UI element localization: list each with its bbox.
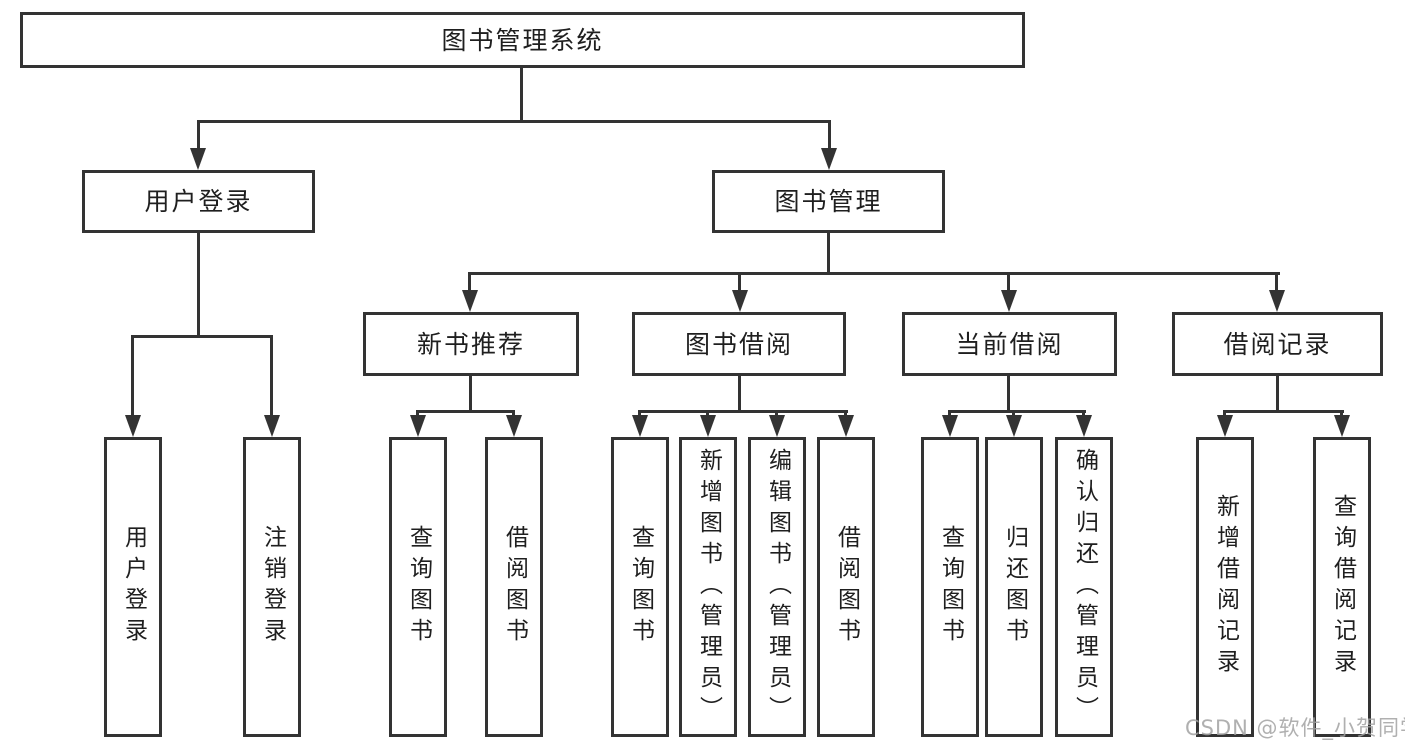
connector-user-login-stem [197,233,200,337]
arrowhead-down-icon [410,415,426,437]
leaf-label: 新增图书（管理员） [695,447,722,727]
leaf-query-book-current: 查询图书 [921,437,979,737]
connector-stem [1007,376,1010,412]
leaf-label: 查询图书 [405,525,432,649]
arrowhead-down-icon [125,415,141,437]
arrowhead-down-icon [1006,415,1022,437]
arrowhead-down-icon [732,290,748,312]
arrowhead-down-icon [506,415,522,437]
arrowhead-down-icon [1001,290,1017,312]
arrowhead-down-icon [632,415,648,437]
leaf-label: 查询图书 [937,525,964,649]
leaf-query-borrow-record: 查询借阅记录 [1313,437,1371,737]
leaf-borrow-book-recommend: 借阅图书 [485,437,543,737]
connector-leaf-stub [512,410,515,418]
node-label: 图书管理系统 [441,25,604,55]
node-label: 当前借阅 [955,329,1064,359]
leaf-query-book-recommend: 查询图书 [389,437,447,737]
arrowhead-down-icon [769,415,785,437]
connector-module-stub [738,272,741,292]
node-book-management: 图书管理 [712,170,945,233]
connector-module-stub [468,272,471,292]
node-label: 新书推荐 [416,329,525,359]
connector-leaf-stub [1223,410,1226,418]
arrowhead-down-icon [700,415,716,437]
node-current-borrowing: 当前借阅 [902,312,1117,376]
connector-root-stem [520,66,523,122]
node-library-management-system: 图书管理系统 [20,12,1025,68]
leaf-borrow-book: 借阅图书 [817,437,875,737]
arrowhead-down-icon [1076,415,1092,437]
leaf-logout-login: 注销登录 [243,437,301,737]
leaf-label: 归还图书 [1001,525,1028,649]
leaf-label: 确认归还（管理员） [1071,447,1098,727]
leaf-label: 查询图书 [627,525,654,649]
leaf-confirm-return-admin: 确认归还（管理员） [1055,437,1113,737]
node-label: 借阅记录 [1223,329,1332,359]
node-user-login: 用户登录 [82,170,315,233]
arrowhead-down-icon [821,148,837,170]
node-book-borrowing: 图书借阅 [632,312,846,376]
connector-stem [1276,376,1279,412]
connector-user-login-stub [197,120,200,150]
connector-branch-line [1223,410,1344,413]
leaf-label: 用户登录 [120,525,147,649]
leaf-label: 借阅图书 [833,525,860,649]
arrowhead-down-icon [1334,415,1350,437]
connector-branch-line [638,410,848,413]
connector-module-stub [1007,272,1010,292]
connector-leaf-stub [706,410,709,418]
arrowhead-down-icon [838,415,854,437]
connector-leaf-stub [1082,410,1085,418]
csdn-watermark: CSDN @软件_小贺同学 [1185,716,1405,740]
leaf-label: 注销登录 [259,525,286,649]
connector-leaf-stub [131,335,134,417]
node-borrowing-records: 借阅记录 [1172,312,1383,376]
node-new-book-recommend: 新书推荐 [363,312,579,376]
arrowhead-down-icon [1217,415,1233,437]
node-label: 图书管理 [774,187,883,216]
arrowhead-down-icon [942,415,958,437]
connector-leaf-stub [1340,410,1343,418]
node-label: 图书借阅 [684,329,793,359]
connector-root-branch-line [197,120,831,123]
connector-leaf-stub [638,410,641,418]
leaf-label: 查询借阅记录 [1329,494,1356,680]
connector-module-stub [1275,272,1278,292]
leaf-edit-book-admin: 编辑图书（管理员） [748,437,806,737]
leaf-add-borrow-record: 新增借阅记录 [1196,437,1254,737]
connector-stem [469,376,472,412]
leaf-return-book: 归还图书 [985,437,1043,737]
connector-user-login-branch-line [131,335,273,338]
arrowhead-down-icon [190,148,206,170]
connector-leaf-stub [844,410,847,418]
connector-book-mgmt-stub [828,120,831,150]
arrowhead-down-icon [264,415,280,437]
connector-branch-line [416,410,515,413]
connector-stem [738,376,741,412]
connector-leaf-stub [1012,410,1015,418]
connector-book-mgmt-branch-line [468,272,1280,275]
connector-leaf-stub [948,410,951,418]
leaf-add-book-admin: 新增图书（管理员） [679,437,737,737]
leaf-user-login: 用户登录 [104,437,162,737]
arrowhead-down-icon [1269,290,1285,312]
leaf-query-book-borrowing: 查询图书 [611,437,669,737]
leaf-label: 新增借阅记录 [1212,494,1239,680]
connector-leaf-stub [775,410,778,418]
node-label: 用户登录 [144,187,253,216]
connector-leaf-stub [270,335,273,417]
leaf-label: 编辑图书（管理员） [764,447,791,727]
connector-book-mgmt-stem [827,233,830,274]
connector-leaf-stub [416,410,419,418]
leaf-label: 借阅图书 [501,525,528,649]
connector-branch-line [948,410,1086,413]
arrowhead-down-icon [462,290,478,312]
